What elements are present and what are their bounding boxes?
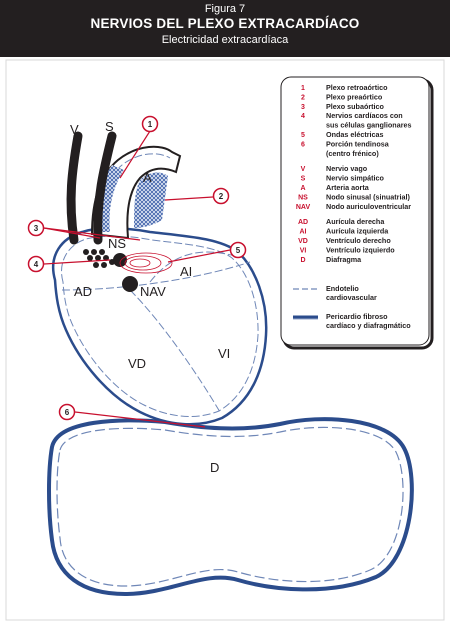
legend-text-0-5-1: (centro frénico) — [326, 149, 379, 158]
legend-code-1-1: S — [301, 176, 306, 183]
label-vd: VD — [128, 356, 146, 371]
label-vi: VI — [218, 346, 230, 361]
legend-text-0-2-0: Plexo subaórtico — [326, 102, 385, 111]
callout-4: 4 — [34, 260, 39, 269]
label-ai: AI — [180, 264, 192, 279]
legend-text-0-1-0: Plexo preaórtico — [326, 92, 383, 101]
legend-code-0-4: 5 — [301, 132, 305, 139]
legend-text-2-3-0: Ventrículo izquierdo — [326, 245, 395, 254]
legend-text-2-0-0: Aurícula derecha — [326, 217, 385, 226]
diaphragm — [47, 417, 414, 597]
legend-text-2-2-0: Ventrículo derecho — [326, 236, 391, 245]
legend-code-0-3: 4 — [301, 113, 305, 120]
legend-text-0-5-0: Porción tendinosa — [326, 139, 390, 148]
legend-code-2-4: D — [300, 257, 305, 264]
legend-code-1-3: NS — [298, 194, 308, 201]
sympathetic-nerve — [93, 131, 117, 245]
label-v: V — [70, 122, 79, 137]
legend-code-1-0: V — [301, 166, 306, 173]
heart — [52, 226, 268, 426]
legend-code-0-2: 3 — [301, 104, 305, 111]
legend-code-2-0: AD — [298, 219, 308, 226]
page-frame — [5, 59, 445, 621]
label-s: S — [105, 119, 114, 134]
legend-code-2-2: VD — [298, 238, 308, 245]
figure-number: Figura 7 — [204, 3, 246, 15]
label-ad: AD — [74, 284, 92, 299]
legend-pericardium-1: Pericardio fibroso — [326, 312, 388, 321]
legend-endothelium-2: cardiovascular — [326, 293, 377, 302]
legend-pericardium-2: cardíaco y diafragmático — [326, 321, 411, 330]
legend-code-1-2: A — [300, 185, 305, 192]
retroaortic-plexus — [95, 165, 124, 232]
legend: 1 Plexo retroaórtico 2 Plexo preaórtico 3 Ple… — [280, 76, 434, 350]
label-nav: NAV — [140, 284, 166, 299]
legend-code-0-0: 1 — [301, 85, 305, 92]
legend-text-1-2-0: Arteria aorta — [326, 183, 370, 192]
legend-text-2-4-0: Diafragma — [326, 255, 362, 264]
callouts: 1 2 3 4 5 6 — [27, 115, 247, 428]
legend-code-2-3: VI — [300, 247, 307, 254]
legend-text-1-3-0: Nodo sinusal (sinuatrial) — [326, 192, 410, 201]
legend-text-0-0-0: Plexo retroaórtico — [326, 83, 388, 92]
callout-3: 3 — [34, 224, 39, 233]
legend-text-0-4-0: Ondas eléctricas — [326, 130, 384, 139]
callout-5: 5 — [236, 246, 241, 255]
callout-6: 6 — [65, 408, 70, 417]
legend-code-0-5: 6 — [301, 141, 305, 148]
preaortic-plexus — [134, 172, 168, 228]
legend-code-2-1: AI — [300, 229, 307, 236]
sinus-node — [113, 253, 127, 267]
vagus-nerve — [66, 131, 83, 245]
figure-title: NERVIOS DEL PLEXO EXTRACARDÍACO — [90, 16, 360, 31]
legend-text-0-3-0: Nervios cardíacos con — [326, 111, 403, 120]
callout-1: 1 — [148, 120, 153, 129]
label-ns: NS — [108, 236, 126, 251]
electrical-waves — [119, 252, 173, 274]
legend-text-1-1-0: Nervio simpático — [326, 174, 385, 183]
figure-header: Figura 7 NERVIOS DEL PLEXO EXTRACARDÍACO… — [0, 0, 450, 57]
legend-text-2-1-0: Aurícula izquierda — [326, 227, 389, 236]
legend-text-0-3-1: sus células ganglionares — [326, 121, 412, 130]
legend-code-0-1: 2 — [301, 94, 305, 101]
label-d: D — [210, 460, 219, 475]
callout-2: 2 — [219, 192, 224, 201]
figure-subtitle: Electricidad extracardíaca — [161, 34, 289, 46]
label-a: A — [143, 170, 152, 185]
legend-endothelium-1: Endotelio — [326, 284, 359, 293]
av-node — [122, 276, 138, 292]
legend-text-1-4-0: Nodo auriculoventricular — [326, 202, 411, 211]
ganglion-cells — [83, 249, 115, 268]
legend-text-1-0-0: Nervio vago — [326, 164, 368, 173]
legend-code-1-4: NAV — [296, 204, 311, 211]
